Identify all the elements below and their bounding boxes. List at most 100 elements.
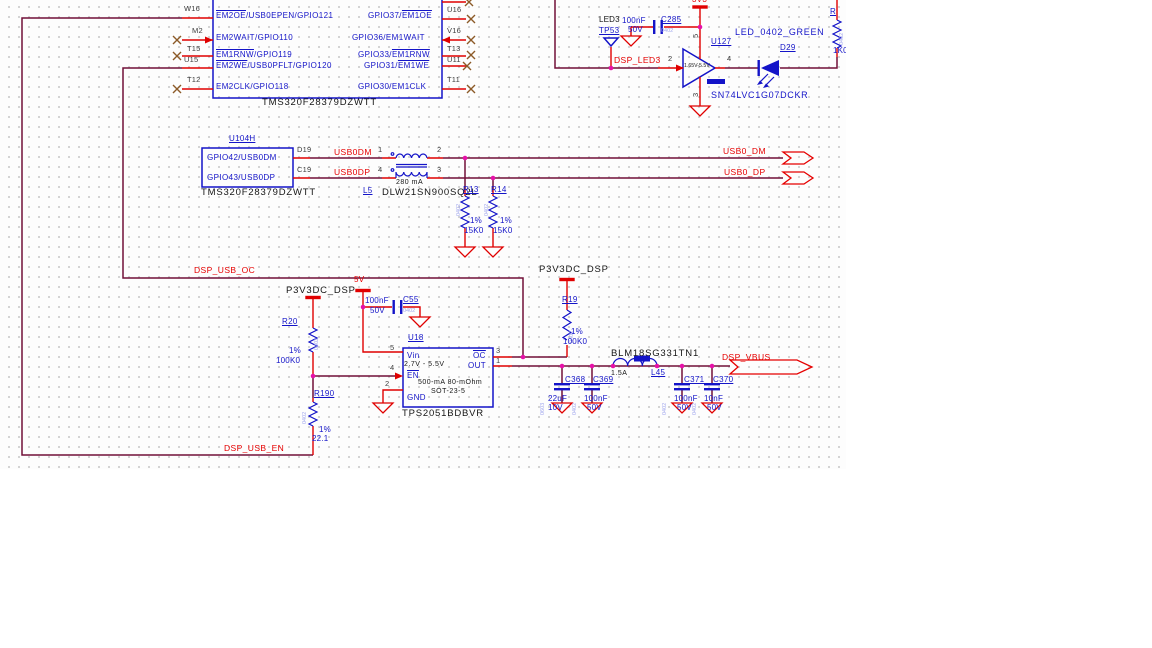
u127-pin-leads	[658, 7, 725, 106]
ref-c369: C369	[593, 375, 614, 384]
pin-name-gpio36: GPIO36/EM1WAIT	[352, 33, 425, 42]
pin-name-em2clk: EM2CLK/GPIO118	[216, 82, 289, 91]
value-r14-tol: 1%	[500, 216, 512, 225]
ref-led3: LED3	[599, 15, 620, 24]
note-u127-range: 1.65V-5.5V	[684, 63, 710, 69]
d29-emission-arrow	[757, 80, 763, 85]
wires	[21, 0, 838, 456]
ground-icon	[688, 105, 712, 117]
note-u18-range: 2.7V - 5.5V	[404, 361, 445, 368]
c55-plates	[392, 300, 395, 314]
net-usb0-dp-offpage: USB0_DP	[724, 167, 766, 177]
c370-plates	[704, 383, 720, 386]
ref-tp53: TP53	[599, 26, 620, 35]
value-r20: 100K0	[276, 356, 301, 365]
pin-name-em1rnw: EM1RNW/GPIO119	[216, 50, 293, 59]
part-number-l45: BLM18SG331TN1	[611, 348, 700, 359]
pin-name-u18-vin: Vin	[407, 351, 420, 360]
l45-bead-bar	[634, 355, 650, 362]
ground-icon	[371, 402, 395, 414]
pin-number-u127-2: 2	[668, 54, 673, 63]
junction-dots	[310, 24, 715, 379]
capacitor-plates	[392, 20, 720, 391]
power-bar-p3v3-1-icon	[305, 295, 321, 300]
r20-body	[307, 327, 319, 353]
value-r190-tol: 1%	[319, 425, 331, 434]
offpage-usb0-dp-icon	[781, 171, 815, 185]
pin-number-c19: C19	[297, 165, 312, 174]
pin-number-l5-2: 2	[437, 145, 442, 154]
offpage-connectors	[728, 151, 815, 375]
offpage-dsp-vbus-icon	[728, 359, 814, 375]
r14-body	[487, 195, 499, 229]
pin-number-u15: U15	[184, 55, 199, 64]
u18-pin-stubs	[382, 356, 512, 403]
net-usb0-dm-offpage: USB0_DM	[723, 146, 766, 156]
pin-number-u127-3: 3	[691, 92, 700, 97]
d29-led-icon	[757, 60, 779, 88]
net-dsp-led3: DSP_LED3	[614, 55, 661, 65]
l5-polarity-dot	[390, 168, 395, 172]
ref-c55: C55	[403, 295, 419, 304]
footprint-c285: 0402	[661, 28, 674, 34]
footprint-c370: 0402	[692, 402, 698, 415]
c368-plates	[554, 383, 570, 386]
value-c370-cap: 10nF	[704, 394, 724, 403]
footprint-c55: 0402	[403, 308, 416, 314]
c371-plates	[674, 383, 690, 386]
ground-icon	[550, 402, 574, 414]
ref-c285: C285	[661, 15, 682, 24]
r190-body	[307, 401, 319, 427]
value-c369-volt: 50V	[587, 403, 602, 412]
value-r13: 15K0	[464, 226, 484, 235]
footprint-c371: 0402	[662, 402, 668, 415]
power-3v3: 3V3	[692, 0, 707, 4]
footprint-c369: 0402	[572, 402, 578, 415]
ref-l45: L45	[651, 368, 666, 377]
net-dsp-usb-en: DSP_USB_EN	[224, 443, 285, 453]
note-u18-package: SOT-23-5	[431, 388, 466, 395]
pin-direction-arrows	[205, 36, 684, 380]
pin-name-em2we: EM2WE/USB0PFLT/GPIO120	[216, 61, 332, 70]
value-r20-tol: 1%	[289, 346, 301, 355]
wire-dsp-usb-oc	[122, 67, 524, 357]
value-c368-volt: 10V	[548, 403, 563, 412]
schematic-canvas[interactable]: GPIO28/EM1CS4EM2OE/USB0EPEN/GPIO121EM2WA…	[0, 0, 846, 469]
pins-and-power	[182, 0, 838, 455]
ground-icon	[700, 402, 724, 414]
net-dsp-vbus: DSP_VBUS	[722, 352, 771, 362]
d29-emission-arrow	[763, 83, 769, 88]
value-c371-volt: 50V	[677, 403, 692, 412]
value-r13-tol: 1%	[470, 216, 482, 225]
net-dsp-usb-oc: DSP_USB_OC	[194, 265, 256, 275]
value-c285-cap: 100nF	[622, 16, 646, 25]
c369-plates	[584, 383, 600, 386]
power-p3v3dc-dsp-2: P3V3DC_DSP	[539, 264, 609, 275]
pin-name-gpio37: GPIO37/EM1OE	[368, 11, 432, 20]
pin-name-gpio30: GPIO30/EM1CLK	[358, 82, 427, 91]
ref-r13: R13	[463, 185, 479, 194]
wire-en-node	[312, 375, 396, 398]
pin-number-u18-5: 5	[390, 343, 395, 352]
footprint-r-edge: 0402	[839, 32, 845, 45]
pin-name-u18-out: OUT	[468, 361, 487, 370]
part-number-u127: SN74LVC1G07DCKR	[711, 90, 809, 100]
ref-c370: C370	[713, 375, 734, 384]
pin-number-u127-5: 5	[691, 33, 700, 38]
net-usb0dm: USB0DM	[334, 147, 372, 157]
pin-name-u18-oc: OC	[473, 351, 486, 360]
offpage-usb0-dm-icon	[781, 151, 815, 165]
ref-u104h: U104H	[229, 134, 256, 143]
ref-d29: D29	[780, 43, 796, 52]
value-c368-cap: 22uF	[548, 394, 568, 403]
l5-choke-body	[390, 152, 428, 178]
part-number-dsp-top: TMS320F28379DZWTT	[262, 97, 377, 108]
part-number-dsp-usb: TMS320F28379DZWTT	[201, 187, 316, 198]
pin-number-d19: D19	[297, 145, 312, 154]
dsp-left-pin-stubs	[182, 17, 213, 90]
ref-u127: U127	[711, 37, 732, 46]
value-c370-volt: 50V	[707, 403, 722, 412]
ground-icon	[408, 316, 432, 328]
5v-and-c55-leads	[362, 291, 421, 353]
pin-name-em2oe: EM2OE/USB0EPEN/GPIO121	[216, 11, 334, 20]
